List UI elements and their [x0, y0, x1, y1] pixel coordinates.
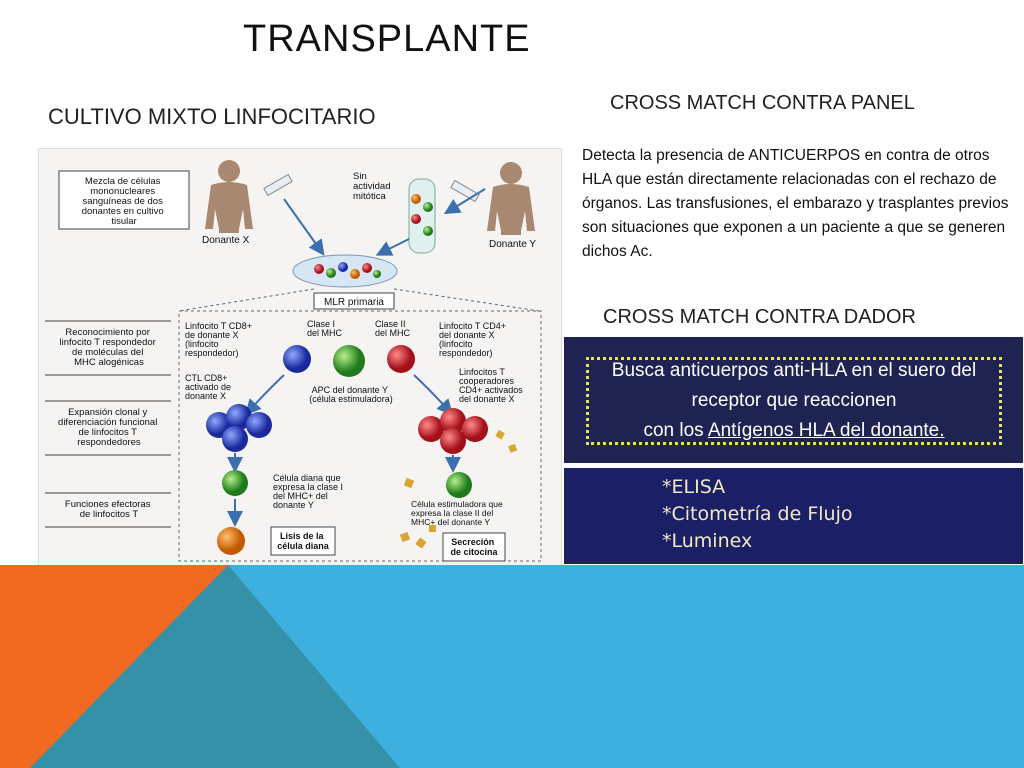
cd4-cell: [387, 345, 415, 373]
box-mezcla: Mezcla de células mononucleares sanguíne…: [58, 170, 190, 230]
secrecion-box: Secreción de citocina: [442, 532, 506, 562]
celula-estimuladora-label: Célula estimuladora que expresa la clase…: [411, 499, 505, 527]
panel-1-line-1: Busca anticuerpos anti-HLA en el suero d…: [611, 360, 977, 411]
clase-ii-label: Clase II del MHC: [375, 319, 411, 338]
svg-text:Funciones efectoras de: Funciones efectoras de linfocitos T: [65, 499, 153, 520]
side-label-1: Reconocimiento por linfocito T responded…: [45, 320, 171, 376]
svg-text:Mezcla de células mono: Mezcla de células mononucleares sanguíne…: [82, 176, 167, 227]
stimulator-cell: [446, 472, 472, 498]
footer-orange-shape: [0, 565, 228, 768]
test-tube: [408, 178, 436, 254]
helper-cluster: [418, 408, 518, 454]
svg-text:Reconocimiento por lin: Reconocimiento por linfocito T responded…: [60, 327, 159, 368]
slide-title: TRANSPLANTE: [243, 18, 531, 60]
cd4-label: Linfocito T CD4+ del donante X (linfocit…: [439, 321, 508, 358]
donor-x-figure: [205, 160, 253, 233]
svg-text:Expansión clonal y dif: Expansión clonal y diferenciación funcio…: [58, 407, 160, 448]
donor-x-label: Donante X: [202, 235, 250, 246]
cd8-cell: [283, 345, 311, 373]
left-heading: CULTIVO MIXTO LINFOCITARIO: [48, 104, 376, 129]
side-label-3: Funciones efectoras de linfocitos T: [45, 492, 171, 528]
lysed-cell: [217, 527, 245, 555]
side-label-2: Expansión clonal y diferenciación funcio…: [45, 400, 171, 456]
syringe-left: [263, 173, 293, 197]
svg-text:Lisis de la célula dia: Lisis de la célula diana: [277, 531, 330, 551]
mlr-primaria-label: MLR primaria: [324, 297, 384, 308]
cross-match-description: Detecta la presencia de ANTICUERPOS en c…: [582, 147, 1009, 260]
lisis-box: Lisis de la célula diana: [270, 526, 336, 556]
celula-diana-label: Célula diana que expresa la clase I del …: [273, 473, 346, 510]
ctl-label: CTL CD8+ activado de donante X: [185, 373, 234, 401]
cytokine-particles: [399, 477, 436, 549]
footer-decoration: [0, 565, 1024, 768]
method-item: *Citometría de Flujo: [662, 503, 853, 525]
sin-actividad-label: Sin actividad mitótica: [353, 171, 393, 202]
methods-panel: *ELISA *Citometría de Flujo *Luminex: [564, 468, 1023, 564]
cooperadores-label: Linfocitos T cooperadores CD4+ activados…: [459, 367, 525, 404]
donor-crossmatch-frame: Busca anticuerpos anti-HLA en el suero d…: [586, 357, 1002, 445]
donor-y-label: Donante Y: [489, 239, 536, 250]
syringe-right: [450, 179, 480, 203]
target-cell: [222, 470, 248, 496]
svg-text:Secreción de citocina: Secreción de citocina: [450, 537, 498, 557]
cross-match-panel-heading: CROSS MATCH CONTRA PANEL: [610, 92, 915, 114]
donor-crossmatch-panel: Busca anticuerpos anti-HLA en el suero d…: [564, 337, 1023, 463]
ctl-cluster: [206, 404, 272, 452]
clase-i-label: Clase I del MHC: [307, 319, 343, 338]
diagram-figure: Mezcla de células mononucleares sanguíne…: [45, 160, 542, 562]
method-item: *ELISA: [662, 476, 726, 498]
apc-label: APC del donante Y (célula estimuladora): [309, 385, 393, 404]
panel-1-line-2: con los Antígenos HLA del donante.: [643, 420, 945, 441]
cd8-label: Linfocito T CD8+ de donante X (linfocito…: [185, 321, 254, 358]
methods-list: *ELISA *Citometría de Flujo *Luminex: [662, 474, 852, 555]
hla-donor-highlight: Antígenos HLA del donante.: [707, 420, 945, 441]
apc-cell: [333, 345, 365, 377]
donor-y-figure: [487, 162, 535, 235]
mixed-lymphocyte-culture-diagram: Mezcla de células mononucleares sanguíne…: [38, 148, 562, 566]
method-item: *Luminex: [662, 530, 753, 552]
cross-match-donor-heading: CROSS MATCH CONTRA DADOR: [603, 306, 916, 328]
petri-dish: [292, 254, 398, 288]
